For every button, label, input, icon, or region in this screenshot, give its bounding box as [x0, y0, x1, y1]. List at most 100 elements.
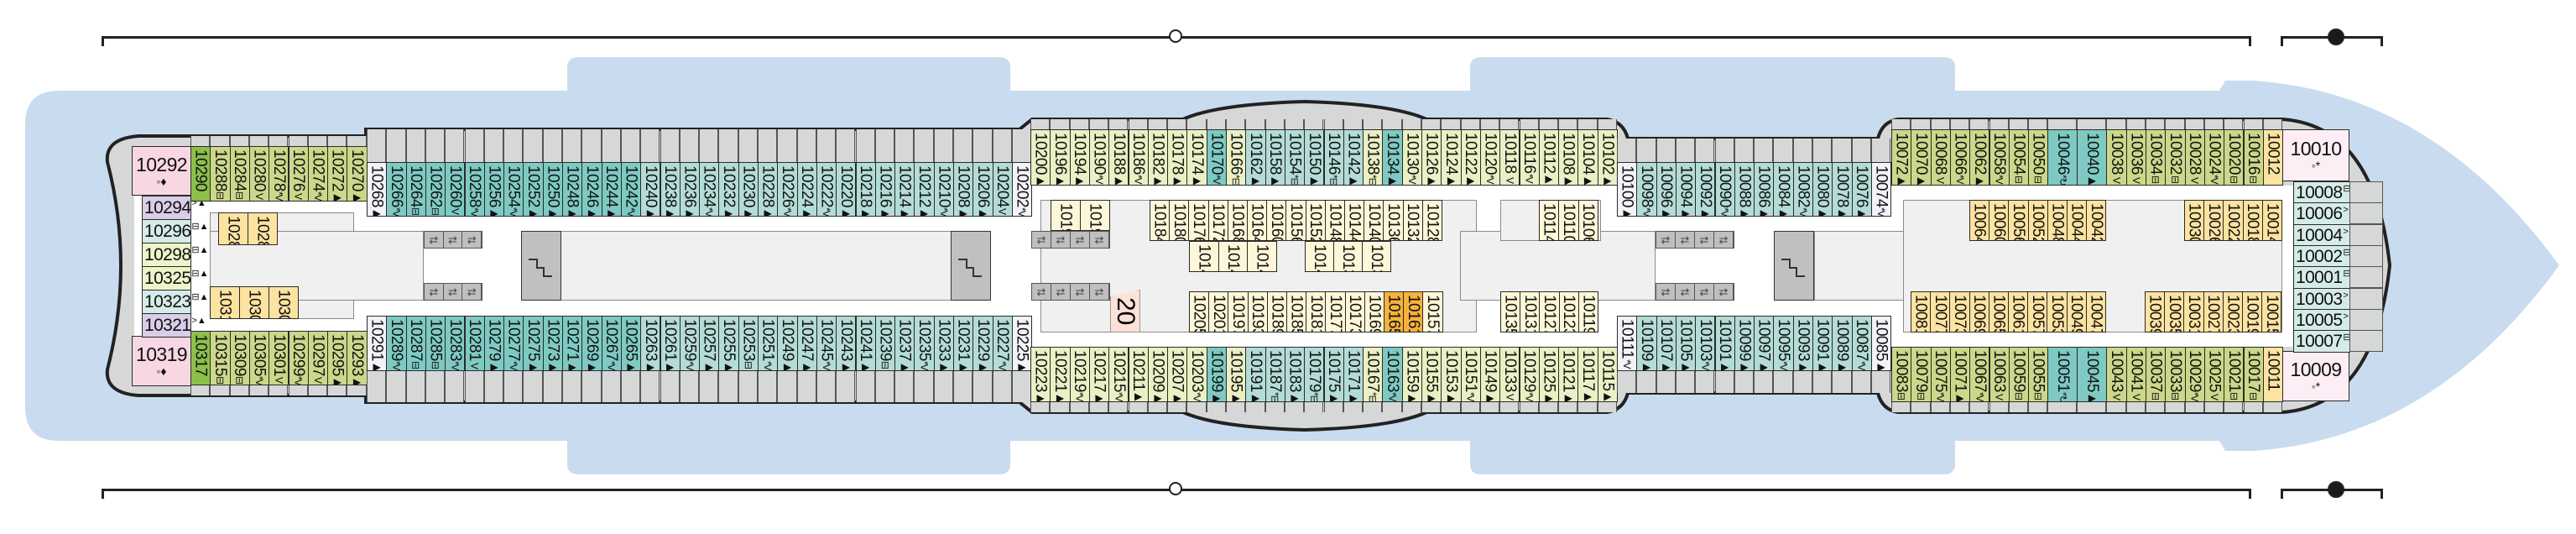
cabin-10078[interactable]: 10078▶⊟ [1832, 162, 1853, 217]
cabin-10237[interactable]: 10237▶⊟ [894, 316, 915, 371]
cabin-10090[interactable]: 10090*V [1714, 162, 1735, 217]
cabin-10248[interactable]: 10248▶⊟ [562, 162, 583, 217]
cabin-10104[interactable]: 10104▶⊟ [1577, 129, 1598, 186]
cabin-10019[interactable]: 10019 [2242, 291, 2263, 332]
cabin-10277[interactable]: 10277*V [503, 316, 524, 371]
cabin-10087[interactable]: 10087*V [1851, 316, 1872, 371]
cabin-10105[interactable]: 10105▶⊟ [1675, 316, 1697, 371]
cabin-10031[interactable]: 10031 [2183, 291, 2204, 332]
cabin-10115[interactable]: 10115▶⊟ [1597, 347, 1618, 402]
cabin-10170[interactable]: 10170*V [1206, 129, 1227, 186]
cabin-10007[interactable]: 10007⊟ [2293, 330, 2351, 353]
cabin-10143[interactable]: 10143* [1247, 241, 1277, 272]
cabin-10242[interactable]: 10242*V [620, 162, 642, 217]
cabin-10220[interactable]: 10220▶⊟ [836, 162, 857, 217]
cabin-10134[interactable]: 10134▶V [1382, 129, 1403, 186]
cabin-10121[interactable]: 10121▶⊟ [1558, 347, 1579, 402]
cabin-10144[interactable]: 10144 [1344, 200, 1365, 241]
cabin-10253[interactable]: 10253⊟ [738, 316, 759, 371]
cabin-10074[interactable]: 10074*V [1870, 162, 1892, 217]
cabin-10196[interactable]: 10196▶⊟ [1050, 129, 1071, 186]
cabin-10080[interactable]: 10080▶⊟ [1812, 162, 1833, 217]
cabin-10228[interactable]: 10228▶V [758, 162, 779, 217]
cabin-10079[interactable]: 10079⊟ [1911, 347, 1932, 402]
cabin-10279[interactable]: 10279▶V [483, 316, 505, 371]
cabin-10024[interactable]: 10024*V [2203, 129, 2225, 186]
cabin-10210[interactable]: 10210*V [933, 162, 954, 217]
cabin-10205[interactable]: 10205 [1189, 291, 1210, 332]
cabin-10168[interactable]: 10168 [1227, 200, 1248, 241]
cabin-10003[interactable]: 10003> [2293, 288, 2350, 311]
cabin-10020[interactable]: 10020⊟ [2224, 129, 2245, 186]
cabin-10149[interactable]: 10149▶V [1479, 347, 1501, 402]
cabin-10203[interactable]: 10203*V [1186, 347, 1207, 402]
cabin-10187[interactable]: 10187*⊟ [1265, 347, 1285, 402]
cabin-10157[interactable]: 10157 [1422, 291, 1443, 332]
cabin-10039[interactable]: 10039 [2145, 291, 2166, 332]
cabin-10085[interactable]: 10085▶V [1870, 316, 1892, 371]
cabin-10271[interactable]: 10271▶⊟ [562, 316, 583, 371]
cabin-10303[interactable]: 10303* [269, 286, 299, 319]
cabin-10015[interactable]: 10015 [2261, 291, 2282, 332]
cabin-10245[interactable]: 10245*V [816, 316, 837, 371]
cabin-10263[interactable]: 10263▶⊟ [640, 316, 661, 371]
cabin-10130[interactable]: 10130*V [1401, 129, 1422, 186]
cabin-10199[interactable]: 10199▶V [1206, 347, 1227, 402]
cabin-10195[interactable]: 10195▶⊟ [1226, 347, 1247, 402]
cabin-10201[interactable]: 10201 [1208, 291, 1229, 332]
cabin-10037[interactable]: 10037⊟ [2146, 347, 2167, 402]
cabin-10200[interactable]: 10200▶⊟ [1030, 129, 1051, 186]
cabin-10293[interactable]: 10293▶⊟ [347, 331, 368, 385]
cabin-10139[interactable]: 10139* [1333, 241, 1363, 272]
cabin-10232[interactable]: 10232▶⊟ [718, 162, 739, 217]
cabin-10033[interactable]: 10033⊟ [2165, 347, 2186, 402]
cabin-10030[interactable]: 10030 [2184, 200, 2205, 241]
cabin-10296[interactable]: 10296⊟▲ [142, 219, 209, 243]
cabin-10026[interactable]: 10026 [2203, 200, 2224, 241]
cabin-10125[interactable]: 10125▶⊟ [1538, 347, 1560, 402]
cabin-10048[interactable]: 10048 [2047, 200, 2068, 241]
cabin-10006[interactable]: 10006> [2293, 202, 2350, 225]
cabin-10176[interactable]: 10176 [1188, 200, 1209, 241]
cabin-10032[interactable]: 10032⊟ [2165, 129, 2186, 186]
cabin-10212[interactable]: 10212▶V [914, 162, 935, 217]
cabin-10294[interactable]: 10294>▲ [142, 196, 206, 220]
cabin-10061[interactable]: 10061 [2008, 291, 2029, 332]
cabin-10002[interactable]: 10002⊟ [2293, 245, 2351, 268]
cabin-10274[interactable]: 10274*V [307, 146, 329, 202]
cabin-10215[interactable]: 10215*V [1108, 347, 1129, 402]
cabin-10275[interactable]: 10275▶⊟ [523, 316, 544, 371]
cabin-10241[interactable]: 10241▶⊟ [855, 316, 876, 371]
cabin-10160[interactable]: 10160 [1266, 200, 1287, 241]
cabin-10185[interactable]: 10185 [1286, 291, 1307, 332]
cabin-10184[interactable]: 10184 [1150, 200, 1171, 241]
cabin-10154[interactable]: 10154*⊟ [1284, 129, 1306, 186]
cabin-10109[interactable]: 10109▶V [1636, 316, 1657, 371]
cabin-10266[interactable]: 10266*V [386, 162, 407, 217]
cabin-10117[interactable]: 10117▶⊟ [1577, 347, 1598, 402]
cabin-10226[interactable]: 10226*V [777, 162, 798, 217]
cabin-10040[interactable]: 10040▶↻ [2077, 129, 2108, 186]
cabin-10110[interactable]: 10110 [1558, 200, 1579, 241]
cabin-10218[interactable]: 10218▶⊟ [855, 162, 876, 217]
cabin-10225[interactable]: 10225▶V [1011, 316, 1033, 371]
cabin-10106[interactable]: 10106 [1577, 200, 1598, 241]
cabin-10223[interactable]: 10223▶⊟ [1030, 347, 1051, 402]
cabin-10140[interactable]: 10140 [1364, 200, 1384, 241]
cabin-10259[interactable]: 10259*V [679, 316, 701, 371]
cabin-10153[interactable]: 10153▶⊟ [1441, 347, 1462, 402]
cabin-10103[interactable]: 10103*V [1695, 316, 1716, 371]
cabin-10053[interactable]: 10053 [2047, 291, 2068, 332]
cabin-10047[interactable]: 10047 [2085, 291, 2106, 332]
cabin-10246[interactable]: 10246▶⊟ [581, 162, 602, 217]
cabin-10235[interactable]: 10235*V [914, 316, 935, 371]
cabin-10156[interactable]: 10156 [1285, 200, 1306, 241]
cabin-10127[interactable]: 10127 [1539, 291, 1560, 332]
cabin-10315[interactable]: 10315⊟ [210, 331, 231, 385]
cabin-10146[interactable]: 10146*⊟ [1323, 129, 1344, 186]
cabin-10089[interactable]: 10089▶⊟ [1832, 316, 1853, 371]
cabin-10291[interactable]: 10291▶V [367, 316, 388, 371]
